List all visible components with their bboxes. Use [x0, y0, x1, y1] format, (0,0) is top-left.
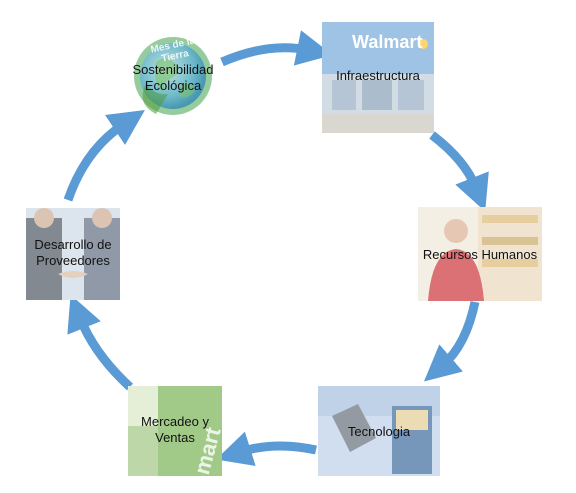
earth-badge-image: [134, 37, 212, 115]
photo-wash: [318, 386, 440, 476]
walmart-store-image: [322, 22, 434, 133]
photo-wash: [26, 208, 120, 300]
node-infraestructura-label: Infraestructura: [336, 68, 420, 83]
node-recursos-label: Recursos Humanos: [422, 247, 538, 262]
node-mercadeo: mart Mercadeo y Ventas: [128, 386, 222, 476]
node-desarrollo: Desarrollo de Proveedores: [26, 208, 120, 300]
photo-wash: [128, 386, 222, 476]
label-line-1: Desarrollo de: [34, 237, 112, 252]
label-line-2: Ventas: [155, 430, 195, 445]
employee-image: [418, 207, 542, 301]
arrow-recursos-to-tecnologia: [423, 301, 480, 382]
node-desarrollo-label: Desarrollo de Proveedores: [26, 237, 120, 269]
arrow-mercadeo-to-desarrollo: [67, 294, 134, 391]
node-mercadeo-label: Mercadeo y Ventas: [128, 414, 222, 446]
handshake-image: [26, 208, 120, 300]
photo-wash: [418, 207, 542, 301]
node-recursos-humanos: Recursos Humanos: [418, 207, 542, 301]
walmart-sign-text: Walmart: [352, 32, 423, 52]
label-line-2: Ecológica: [144, 78, 202, 93]
arrow-desarrollo-to-sostenibilidad: [63, 110, 145, 202]
arrow-sostenibilidad-to-infraestructura: [220, 30, 333, 67]
node-sostenibilidad-label: Sostenibilidad Ecológica: [126, 62, 220, 94]
label-line-1: Sostenibilidad: [132, 62, 214, 77]
arrow-tecnologia-to-mercadeo: [215, 431, 317, 466]
scanner-image: [318, 386, 440, 476]
photo-wash: [322, 22, 434, 133]
node-infraestructura: Walmart Infraestructura: [322, 22, 434, 133]
store-aisle-image: [128, 386, 222, 476]
node-sostenibilidad: Mes de la Tierra Sostenibilidad Ecológic…: [126, 32, 220, 118]
node-tecnologia-label: Tecnologia: [347, 424, 411, 439]
node-tecnologia: Tecnologia: [318, 386, 440, 476]
label-line-1: Mercadeo y: [141, 414, 209, 429]
arrow-infraestructura-to-recursos: [429, 131, 489, 212]
label-line-2: Proveedores: [36, 253, 110, 268]
